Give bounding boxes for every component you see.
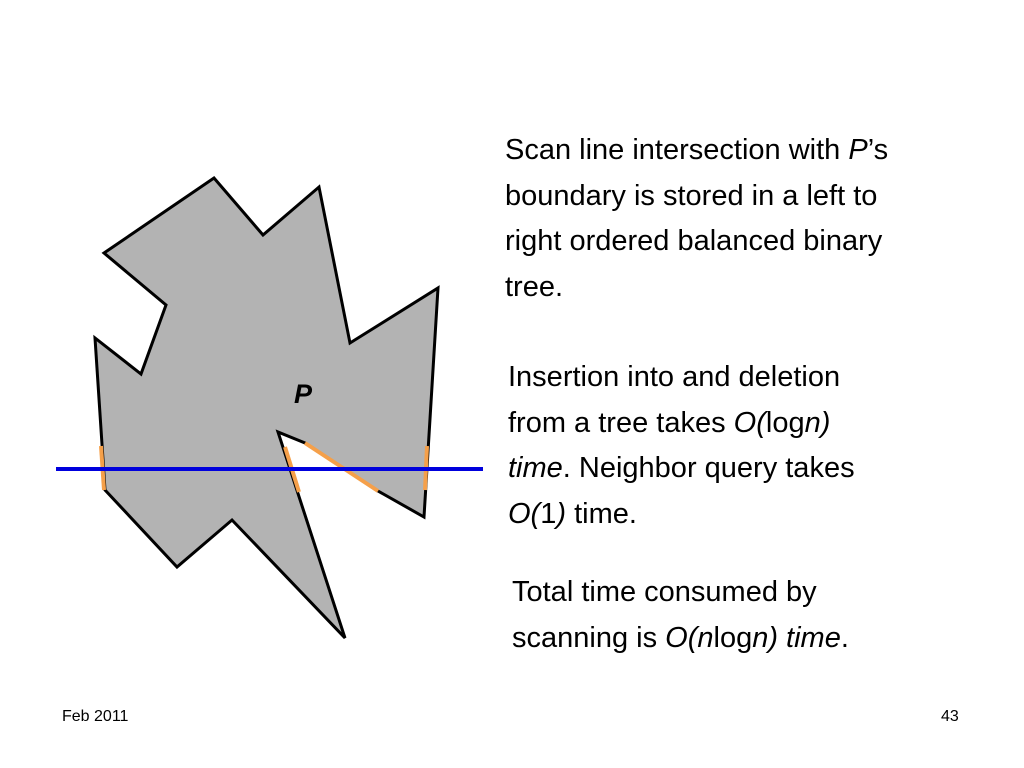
- text-line: O(1) time.: [508, 497, 637, 530]
- text-line: Insertion into and deletion: [508, 361, 841, 393]
- text-line: time. Neighbor query takes: [508, 452, 855, 484]
- page-number: 43: [941, 708, 959, 725]
- footer-date: Feb 2011: [62, 708, 129, 725]
- text-line: from a tree takes O(logn): [508, 406, 831, 439]
- paragraph-insertion-deletion: Insertion into and deletion from a tree …: [508, 355, 978, 537]
- polygon-p: [93, 176, 440, 640]
- polygon-label: P: [294, 379, 313, 409]
- text-line: tree.: [505, 270, 564, 303]
- paragraph-scan-line: Scan line intersection with P’s boundary…: [505, 128, 975, 310]
- text-line: Scan line intersection with P’s: [505, 134, 889, 166]
- text-line: Total time consumed by: [512, 576, 817, 608]
- text-line: boundary is stored in a left to: [505, 179, 878, 212]
- text-line: scanning is O(nlogn) time.: [512, 621, 849, 654]
- paragraph-total-time: Total time consumed by scanning is O(nlo…: [512, 570, 982, 661]
- text-line: right ordered balanced binary: [505, 225, 883, 257]
